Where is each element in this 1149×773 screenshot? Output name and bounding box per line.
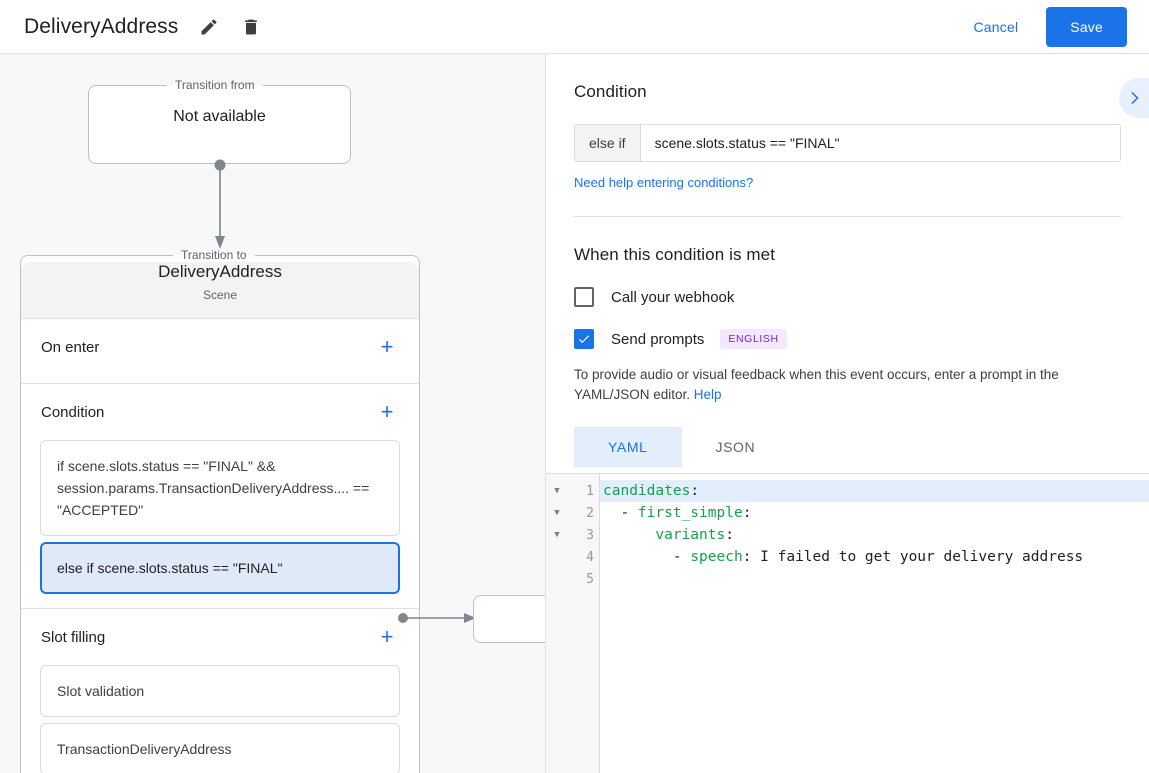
code-line: candidates: bbox=[600, 480, 1149, 502]
send-prompts-checkbox-row[interactable]: Send prompts ENGLISH bbox=[574, 329, 1121, 349]
page-title: DeliveryAddress bbox=[24, 14, 179, 38]
panel-divider bbox=[574, 216, 1121, 217]
code-indent: - bbox=[603, 549, 691, 565]
panel-condition-heading: Condition bbox=[574, 82, 647, 101]
transition-connector-arrow bbox=[214, 159, 226, 249]
section-on-enter: On enter + bbox=[21, 319, 419, 384]
prompts-help-link[interactable]: Help bbox=[693, 387, 722, 402]
scene-name: DeliveryAddress bbox=[158, 262, 282, 281]
editor-code-area[interactable]: candidates: - first_simple: variants: - … bbox=[600, 474, 1149, 773]
cancel-button[interactable]: Cancel bbox=[960, 10, 1033, 44]
code-rest: : bbox=[725, 527, 734, 543]
gutter-line: 4 bbox=[546, 546, 599, 568]
add-condition-button[interactable]: + bbox=[380, 399, 394, 424]
fold-triangle-icon[interactable]: ▼ bbox=[554, 486, 560, 496]
transition-to-node[interactable]: Transition to DeliveryAddress Scene On e… bbox=[20, 248, 420, 773]
condition-expression-input[interactable] bbox=[640, 125, 1120, 161]
trash-icon-glyph bbox=[245, 19, 258, 34]
condition-help-link[interactable]: Need help entering conditions? bbox=[574, 175, 754, 190]
fold-triangle-icon[interactable]: ▼ bbox=[554, 530, 560, 540]
section-slot-filling: Slot filling + Slot validation Transacti… bbox=[21, 609, 419, 773]
code-indent bbox=[603, 527, 655, 543]
check-icon bbox=[578, 335, 590, 344]
code-line bbox=[600, 568, 1149, 590]
send-prompts-label: Send prompts bbox=[611, 330, 705, 348]
prompts-hint-body: To provide audio or visual feedback when… bbox=[574, 367, 1059, 402]
chevron-right-icon[interactable] bbox=[1119, 78, 1149, 118]
line-number: 3 bbox=[586, 527, 594, 543]
send-prompts-checkbox[interactable] bbox=[574, 329, 594, 349]
transition-from-node[interactable]: Transition from Not available bbox=[88, 78, 351, 164]
slot-validation-chip[interactable]: Slot validation bbox=[40, 665, 400, 717]
section-condition: Condition + if scene.slots.status == "FI… bbox=[21, 384, 419, 609]
when-met-heading: When this condition is met bbox=[574, 245, 776, 264]
prompts-hint-text: To provide audio or visual feedback when… bbox=[574, 365, 1121, 405]
pencil-icon[interactable] bbox=[192, 10, 226, 44]
details-panel: Condition else if Need help entering con… bbox=[546, 54, 1149, 773]
pencil-icon-glyph bbox=[201, 18, 217, 34]
condition-prefix-label: else if bbox=[575, 125, 641, 161]
gutter-line: ▼1 bbox=[546, 480, 599, 502]
scene-card-header: DeliveryAddress Scene bbox=[21, 252, 419, 319]
slot-transaction-delivery-address-chip[interactable]: TransactionDeliveryAddress bbox=[40, 723, 400, 773]
code-key: speech bbox=[690, 549, 743, 565]
code-rest: : bbox=[690, 483, 700, 499]
transition-to-legend: Transition to bbox=[181, 248, 247, 262]
prompt-code-editor[interactable]: ▼1 ▼2 ▼3 4 5 candidates: - first_simple:… bbox=[546, 473, 1149, 773]
section-header: On enter + bbox=[21, 319, 419, 369]
code-line: - first_simple: bbox=[600, 502, 1149, 524]
add-on-enter-button[interactable]: + bbox=[380, 334, 394, 359]
webhook-checkbox-row[interactable]: Call your webhook bbox=[574, 287, 1121, 307]
language-badge: ENGLISH bbox=[720, 329, 787, 349]
condition-outgoing-edge bbox=[398, 613, 476, 623]
condition-expression-row: else if bbox=[574, 124, 1121, 162]
target-node-card[interactable] bbox=[473, 595, 545, 643]
transition-from-legend: Transition from bbox=[175, 78, 255, 92]
condition-chip-else-if-selected[interactable]: else if scene.slots.status == "FINAL" bbox=[40, 542, 400, 594]
line-number: 1 bbox=[586, 483, 594, 499]
gutter-line: 5 bbox=[546, 568, 599, 590]
code-line: variants: bbox=[600, 524, 1149, 546]
call-webhook-label: Call your webhook bbox=[611, 288, 735, 306]
scene-type: Scene bbox=[202, 288, 238, 302]
section-header: Slot filling + bbox=[21, 609, 419, 659]
call-webhook-checkbox[interactable] bbox=[574, 287, 594, 307]
code-key: variants bbox=[655, 527, 726, 543]
panel-when-met-section: When this condition is met Call your web… bbox=[546, 217, 1149, 467]
section-header: Condition + bbox=[21, 384, 419, 434]
code-rest: : I failed to get your delivery address bbox=[742, 549, 1084, 565]
tab-json[interactable]: JSON bbox=[715, 439, 756, 455]
code-indent: - bbox=[603, 505, 638, 521]
section-title-slot-filling: Slot filling bbox=[41, 628, 106, 646]
section-title-condition: Condition bbox=[41, 403, 105, 421]
gutter-line: ▼2 bbox=[546, 502, 599, 524]
editor-gutter: ▼1 ▼2 ▼3 4 5 bbox=[546, 474, 600, 773]
save-button[interactable]: Save bbox=[1046, 6, 1127, 47]
editor-format-tabs: YAML JSON bbox=[574, 427, 1121, 467]
line-number: 2 bbox=[586, 505, 594, 521]
section-title-on-enter: On enter bbox=[41, 338, 100, 356]
add-slot-filling-button[interactable]: + bbox=[380, 624, 394, 649]
code-line: - speech: I failed to get your delivery … bbox=[600, 546, 1149, 568]
line-number: 4 bbox=[586, 549, 594, 565]
app-header: DeliveryAddress Cancel Save bbox=[0, 0, 1149, 54]
code-key: candidates bbox=[603, 483, 691, 499]
gutter-line: ▼3 bbox=[546, 524, 599, 546]
chevron-right-icon-glyph bbox=[1131, 92, 1139, 104]
condition-chip-if[interactable]: if scene.slots.status == "FINAL" && sess… bbox=[40, 440, 400, 536]
transition-from-value: Not available bbox=[173, 108, 266, 125]
code-rest: : bbox=[742, 505, 752, 521]
trash-icon[interactable] bbox=[234, 10, 268, 44]
code-key: first_simple bbox=[637, 505, 743, 521]
scene-graph-canvas[interactable]: Transition from Not available Transition… bbox=[0, 54, 546, 773]
fold-triangle-icon[interactable]: ▼ bbox=[554, 508, 560, 518]
tab-yaml[interactable]: YAML bbox=[574, 427, 682, 467]
panel-condition-section: Condition else if Need help entering con… bbox=[546, 54, 1149, 217]
line-number: 5 bbox=[586, 571, 594, 587]
